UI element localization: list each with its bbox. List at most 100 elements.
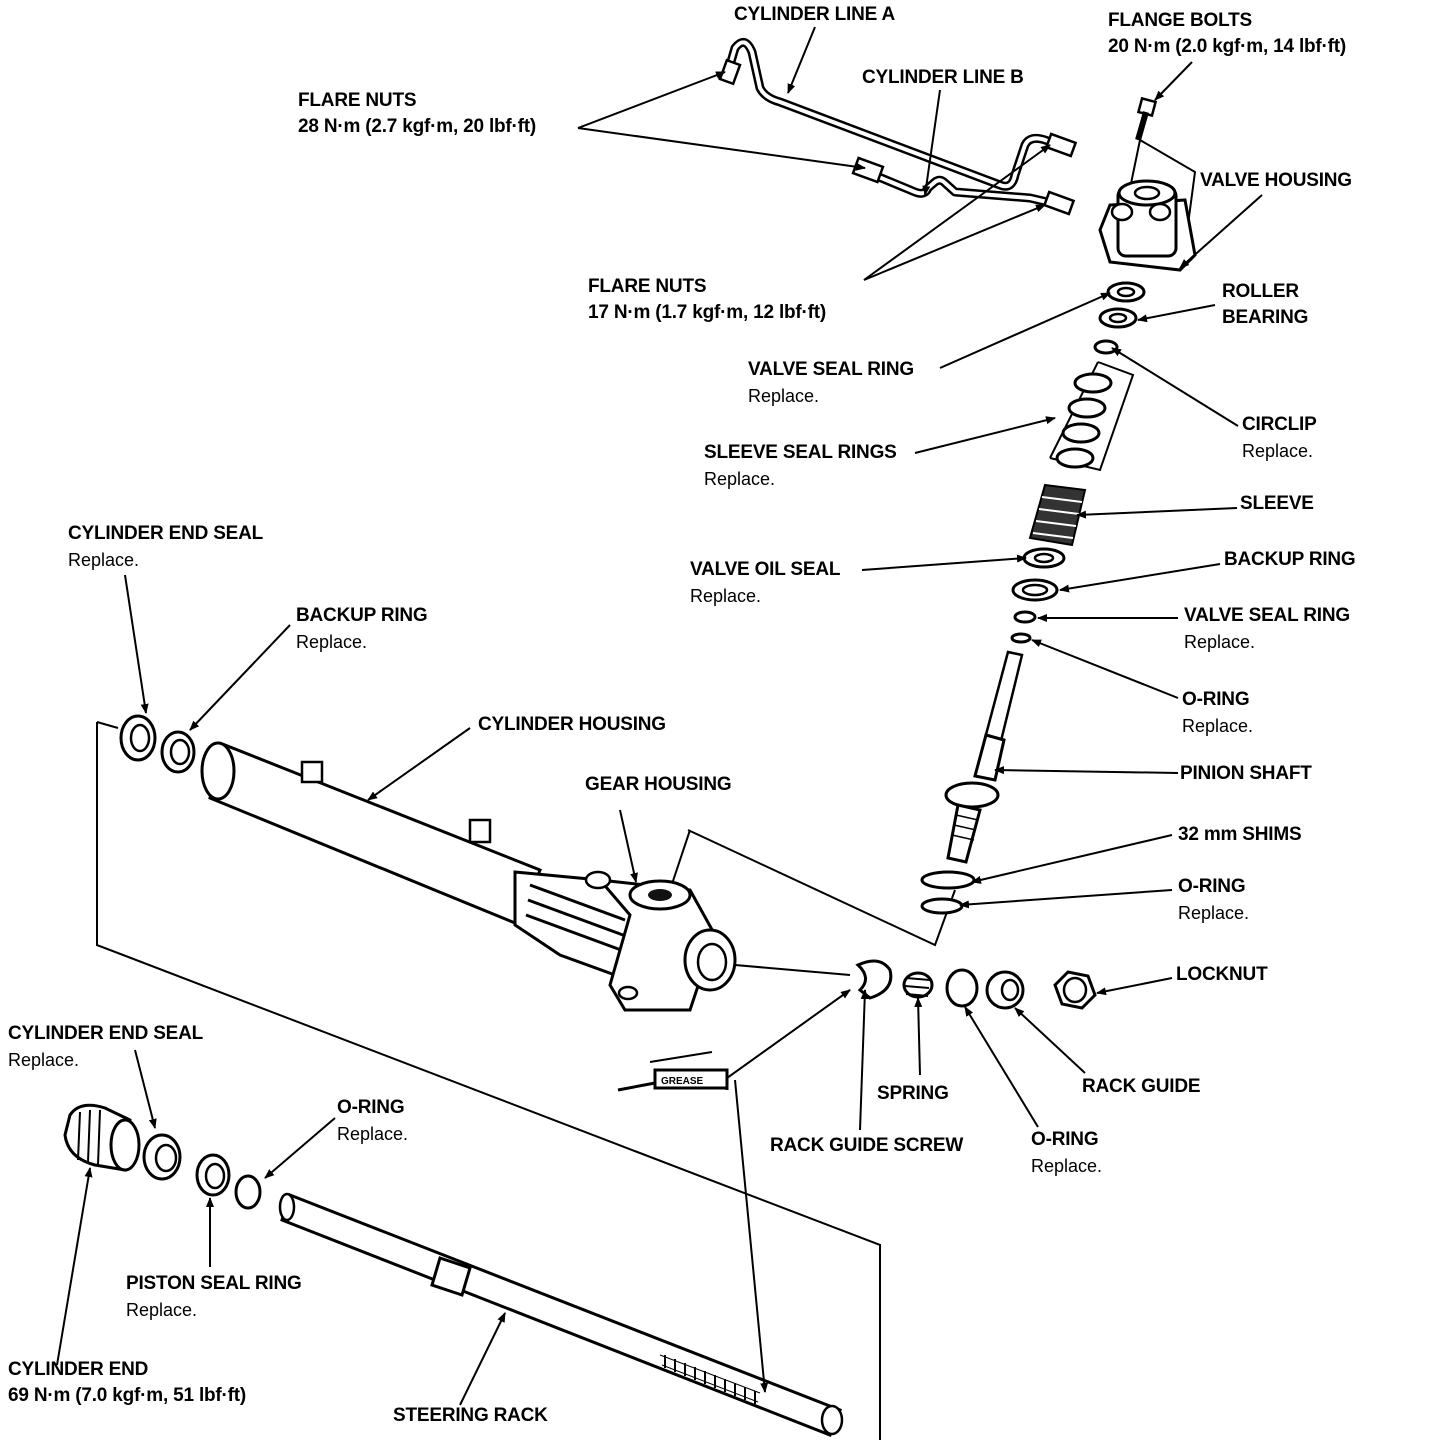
label-piston-seal-ring: PISTON SEAL RING Replace.	[126, 1271, 302, 1323]
label-note: Replace.	[704, 469, 776, 489]
label-title: CIRCLIP	[1242, 414, 1317, 435]
label-valve-seal-ring-top: VALVE SEAL RING Replace.	[748, 357, 914, 409]
label-flare-nuts-17: FLARE NUTS 17 N·m (1.7 kgf·m, 12 lbf·ft)	[588, 274, 826, 326]
sleeve-seal-rings-icon	[1055, 372, 1113, 469]
label-title: FLANGE BOLTS	[1108, 10, 1252, 31]
label-note: Replace.	[126, 1300, 198, 1320]
roller-bearing-icon	[1098, 281, 1146, 329]
label-title: CYLINDER END	[8, 1359, 149, 1380]
label-title: FLARE NUTS	[298, 90, 417, 111]
label-o-ring-guide: O-RING Replace.	[1031, 1127, 1102, 1179]
label-valve-seal-ring-right: VALVE SEAL RING Replace.	[1184, 603, 1350, 655]
cylinder-end	[63, 1103, 141, 1172]
label-gear-housing: GEAR HOUSING	[585, 772, 732, 798]
cylinder-line-b	[860, 165, 1062, 210]
leader-arrows	[56, 26, 1263, 1406]
label-spec: 17 N·m (1.7 kgf·m, 12 lbf·ft)	[588, 302, 827, 323]
label-roller-bearing: ROLLER BEARING	[1222, 279, 1308, 331]
flange-bolt-icon	[1135, 96, 1158, 141]
label-circlip: CIRCLIP Replace.	[1242, 412, 1317, 464]
label-title: GEAR HOUSING	[585, 774, 732, 795]
shims-icon	[920, 870, 976, 890]
label-note: Replace.	[337, 1124, 409, 1144]
label-note: Replace.	[1184, 632, 1256, 652]
valve-housing	[1098, 179, 1197, 272]
label-backup-ring-left: BACKUP RING Replace.	[296, 603, 428, 655]
label-shims: 32 mm SHIMS	[1178, 822, 1302, 848]
label-title: STEERING RACK	[393, 1405, 548, 1426]
sleeve-icon	[1028, 483, 1087, 547]
label-sleeve-seal-rings: SLEEVE SEAL RINGS Replace.	[704, 440, 897, 492]
label-title: O-RING	[1182, 689, 1250, 710]
label-cylinder-line-b: CYLINDER LINE B	[862, 65, 1024, 91]
valve-oil-seal-icon	[1022, 547, 1066, 569]
label-note: Replace.	[8, 1050, 80, 1070]
label-cylinder-end-seal-bottom: CYLINDER END SEAL Replace.	[8, 1021, 203, 1073]
piston-seal-ring-icon	[195, 1153, 231, 1197]
grease-tube: GREASE	[617, 1051, 729, 1092]
label-title: O-RING	[1178, 876, 1246, 897]
label-note: Replace.	[68, 550, 140, 570]
label-title: O-RING	[337, 1097, 405, 1118]
label-cylinder-housing: CYLINDER HOUSING	[478, 712, 666, 738]
label-sleeve: SLEEVE	[1240, 491, 1314, 517]
rack-guide-screw-icon	[855, 959, 893, 1000]
label-spec: 69 N·m (7.0 kgf·m, 51 lbf·ft)	[8, 1385, 247, 1406]
label-locknut: LOCKNUT	[1176, 962, 1268, 988]
gear-housing	[513, 870, 737, 1012]
label-o-ring-pinion: O-RING Replace.	[1182, 687, 1253, 739]
label-title: RACK GUIDE	[1082, 1076, 1201, 1097]
label-o-ring-left: O-RING Replace.	[337, 1095, 408, 1147]
label-note: Replace.	[1242, 441, 1314, 461]
label-title: VALVE SEAL RING	[1184, 605, 1350, 626]
label-note: Replace.	[748, 386, 820, 406]
cylinder-end-seal-bottom-icon	[142, 1133, 182, 1181]
label-steering-rack: STEERING RACK	[393, 1403, 548, 1429]
label-title: SLEEVE	[1240, 493, 1314, 514]
label-spring: SPRING	[877, 1081, 949, 1107]
label-title: PISTON SEAL RING	[126, 1273, 302, 1294]
label-note: Replace.	[1182, 716, 1254, 736]
label-title: 32 mm SHIMS	[1178, 824, 1302, 845]
label-note: Replace.	[690, 586, 762, 606]
cylinder-line-a	[723, 37, 1062, 191]
valve-seal-ring-icon	[1013, 610, 1037, 624]
label-flange-bolts: FLANGE BOLTS 20 N·m (2.0 kgf·m, 14 lbf·f…	[1108, 8, 1346, 60]
backup-ring-left-icon	[160, 730, 196, 774]
circlip-icon	[1093, 339, 1119, 355]
label-title: RACK GUIDE SCREW	[770, 1135, 964, 1156]
label-title: CYLINDER HOUSING	[478, 714, 666, 735]
label-flare-nuts-28: FLARE NUTS 28 N·m (2.7 kgf·m, 20 lbf·ft)	[298, 88, 536, 140]
label-note: Replace.	[296, 632, 368, 652]
label-title: ROLLER	[1222, 281, 1299, 302]
label-title-line2: BEARING	[1222, 307, 1309, 328]
label-title: LOCKNUT	[1176, 964, 1268, 985]
label-title: VALVE OIL SEAL	[690, 559, 841, 580]
label-title: BACKUP RING	[1224, 549, 1356, 570]
label-rack-guide: RACK GUIDE	[1082, 1074, 1201, 1100]
label-title: SPRING	[877, 1083, 949, 1104]
label-title: SLEEVE SEAL RINGS	[704, 442, 897, 463]
label-title: FLARE NUTS	[588, 276, 707, 297]
label-note: Replace.	[1031, 1156, 1103, 1176]
label-note: Replace.	[1178, 903, 1250, 923]
label-cylinder-end: CYLINDER END 69 N·m (7.0 kgf·m, 51 lbf·f…	[8, 1357, 246, 1409]
pinion-shaft	[944, 650, 1024, 864]
label-title: O-RING	[1031, 1129, 1099, 1150]
label-title: CYLINDER END SEAL	[8, 1023, 204, 1044]
label-valve-housing: VALVE HOUSING	[1200, 168, 1352, 194]
cylinder-end-seal-top-icon	[119, 714, 157, 762]
o-ring-left-icon	[234, 1174, 262, 1210]
rack-guide-icon	[985, 970, 1025, 1010]
backup-ring-icon	[1011, 578, 1059, 602]
o-ring-pinion-icon	[1010, 632, 1032, 644]
o-ring-lower-icon	[920, 897, 964, 915]
label-rack-guide-screw: RACK GUIDE SCREW	[770, 1133, 963, 1159]
steering-rack	[278, 1192, 844, 1437]
label-title: CYLINDER LINE A	[734, 4, 895, 25]
label-pinion-shaft: PINION SHAFT	[1180, 761, 1312, 787]
grease-tube-label: GREASE	[661, 1076, 704, 1087]
o-ring-guide-icon	[945, 968, 979, 1008]
locknut-icon	[1053, 970, 1097, 1010]
